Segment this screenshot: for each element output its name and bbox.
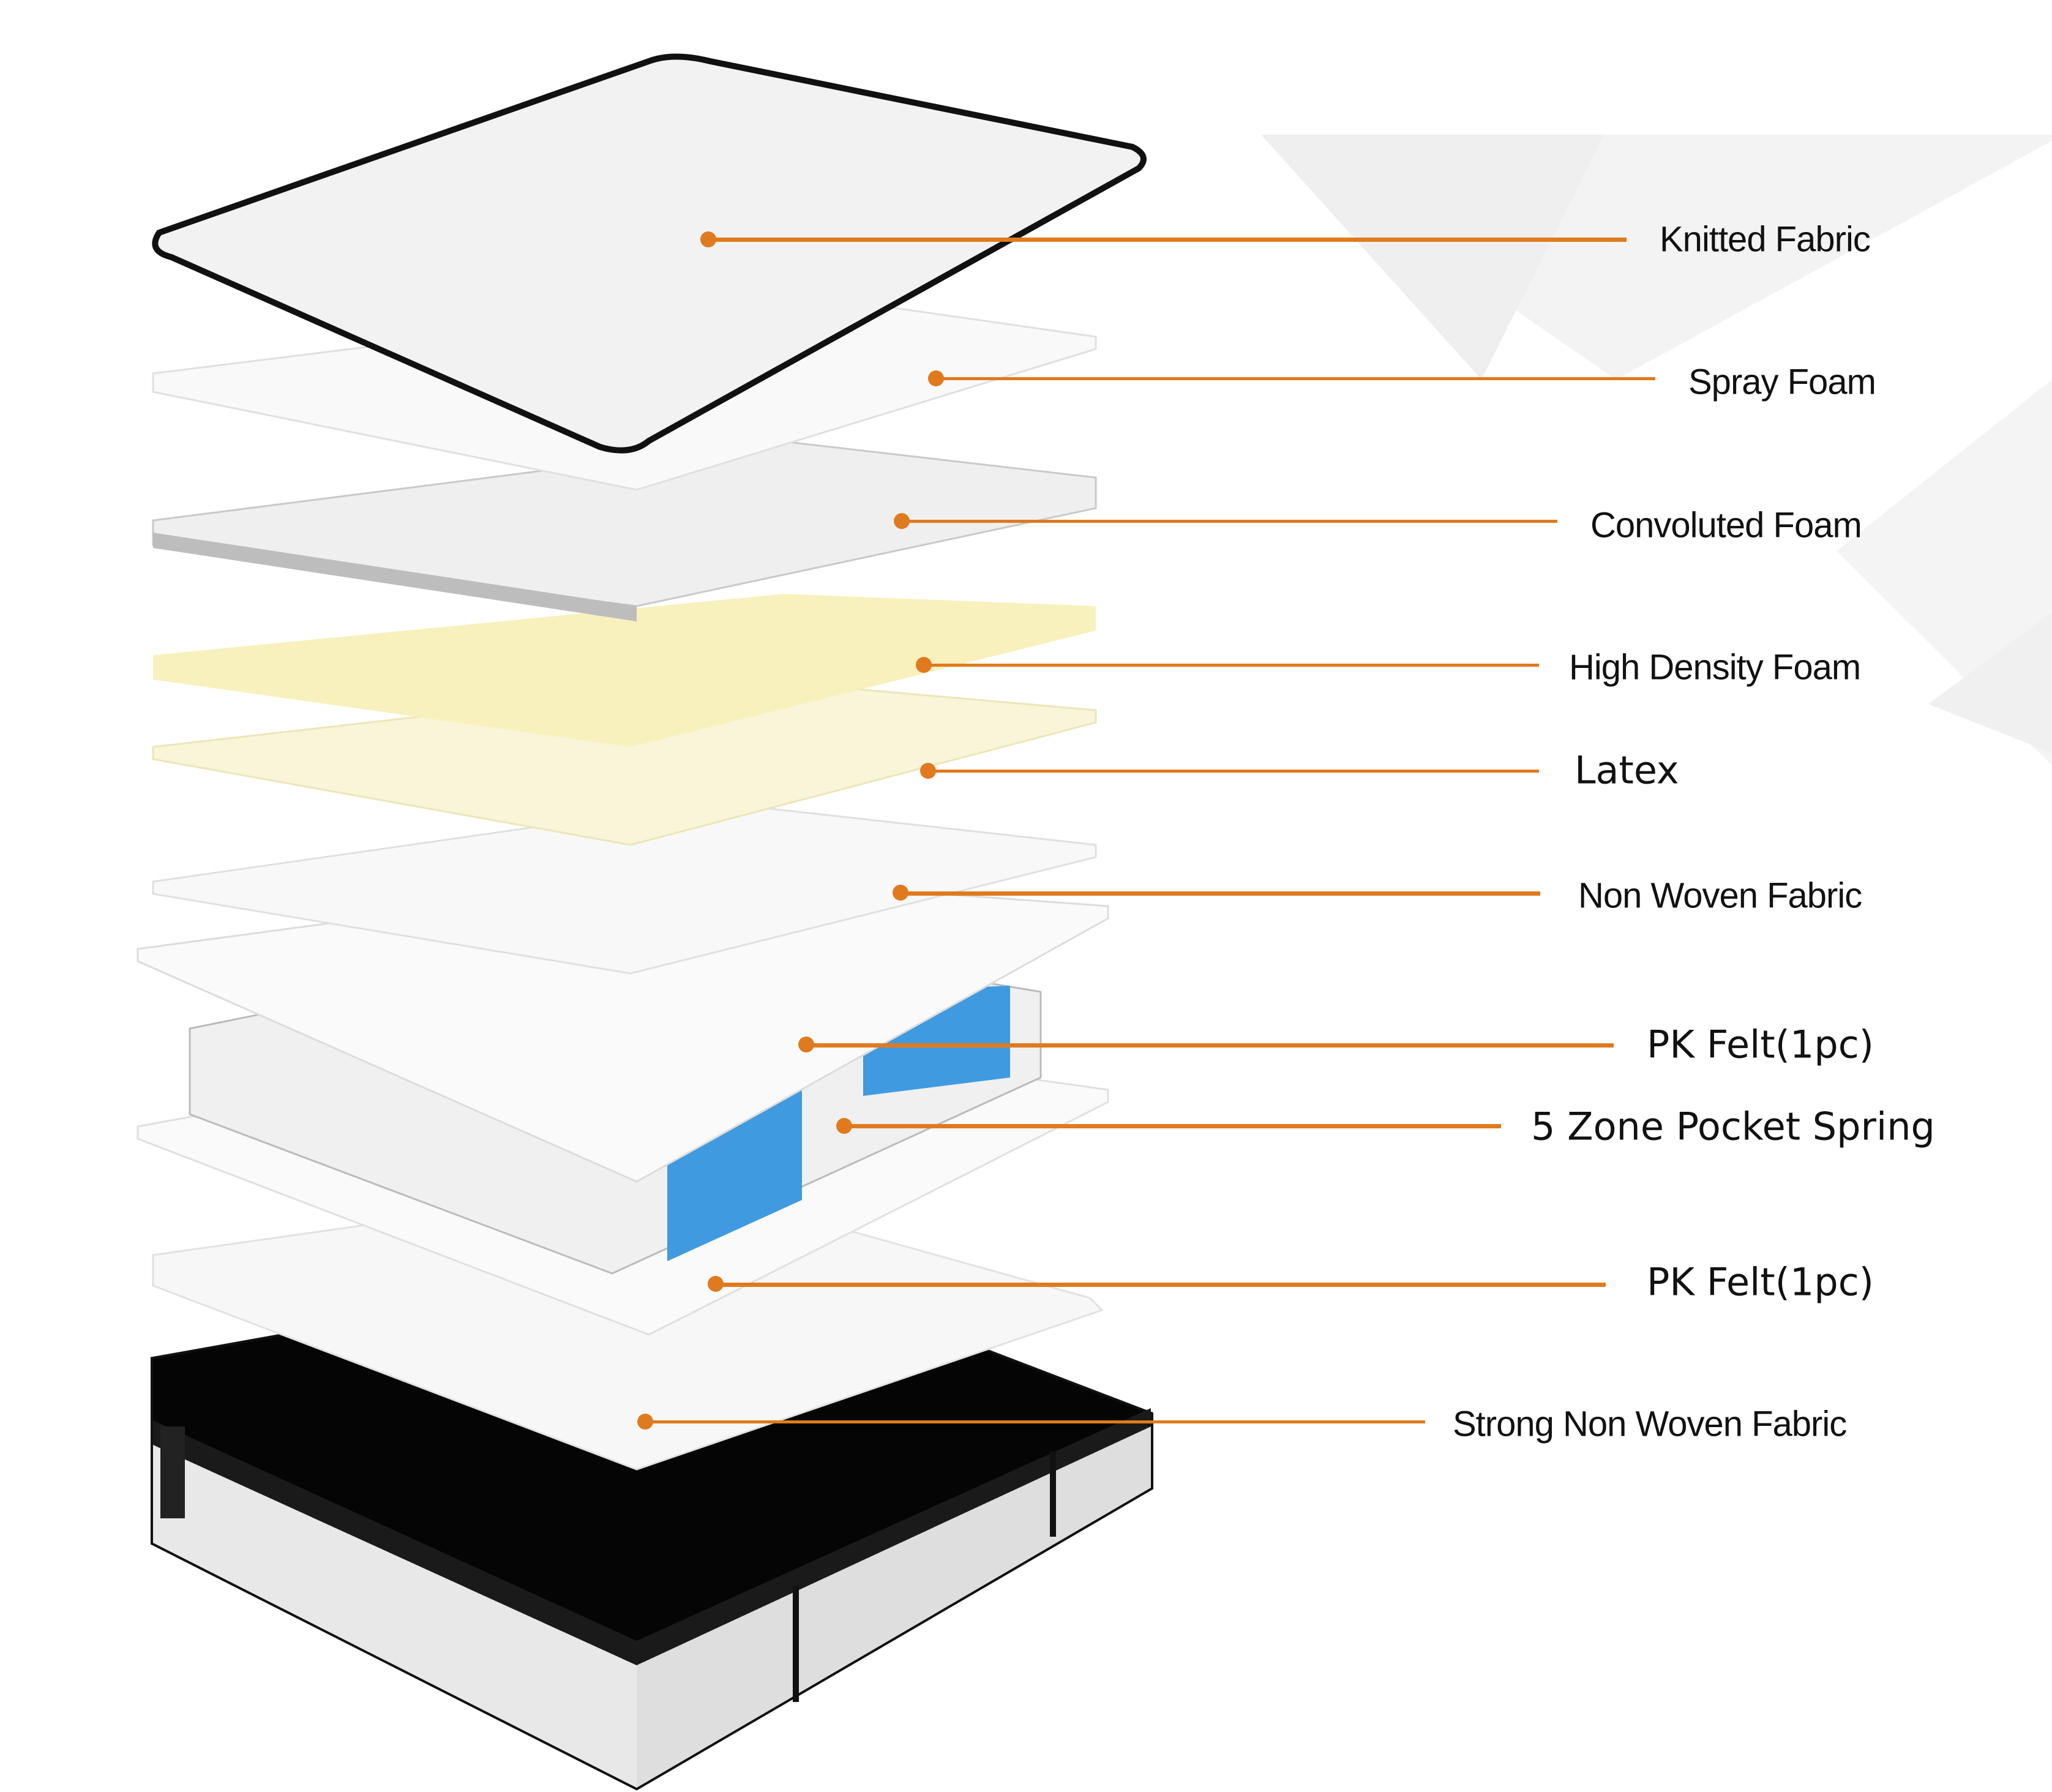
marker-dot	[894, 513, 910, 529]
marker-dot	[893, 885, 908, 901]
layer-label-knitted-fabric: Knitted Fabric	[1660, 219, 1871, 260]
marker-dot	[700, 231, 716, 247]
layer-label-pk-felt-lower: PK Felt(1pc)	[1647, 1259, 1874, 1305]
layer-label-non-woven-fabric: Non Woven Fabric	[1578, 875, 1862, 916]
marker-dot	[920, 763, 936, 779]
marker-dot	[637, 1414, 653, 1430]
leader-line	[716, 1283, 1606, 1287]
layer-label-convoluted-foam: Convoluted Foam	[1590, 505, 1862, 545]
leader-line	[936, 377, 1655, 380]
layer-label-latex: Latex	[1575, 748, 1679, 793]
leader-line	[928, 770, 1539, 773]
layer-label-pk-felt-upper: PK Felt(1pc)	[1647, 1022, 1874, 1067]
marker-dot	[798, 1037, 814, 1052]
marker-dot	[916, 657, 932, 673]
layer-label-high-density-foam: High Density Foam	[1569, 647, 1861, 688]
leader-line	[902, 520, 1557, 523]
layer-label-spray-foam: Spray Foam	[1688, 362, 1876, 402]
leader-line	[806, 1043, 1614, 1048]
layer-label-strong-non-woven-fabric: Strong Non Woven Fabric	[1453, 1404, 1847, 1444]
leader-line	[645, 1420, 1425, 1423]
layer-label-5-zone-pocket-spring: 5 Zone Pocket Spring	[1531, 1104, 1935, 1149]
marker-dot	[928, 370, 944, 386]
knitted-fabric-top	[152, 53, 1147, 454]
leader-line	[924, 664, 1539, 667]
leader-line	[901, 891, 1540, 896]
marker-dot	[836, 1118, 852, 1134]
leader-line	[844, 1124, 1501, 1128]
marker-dot	[708, 1276, 724, 1292]
leader-line	[708, 238, 1627, 242]
